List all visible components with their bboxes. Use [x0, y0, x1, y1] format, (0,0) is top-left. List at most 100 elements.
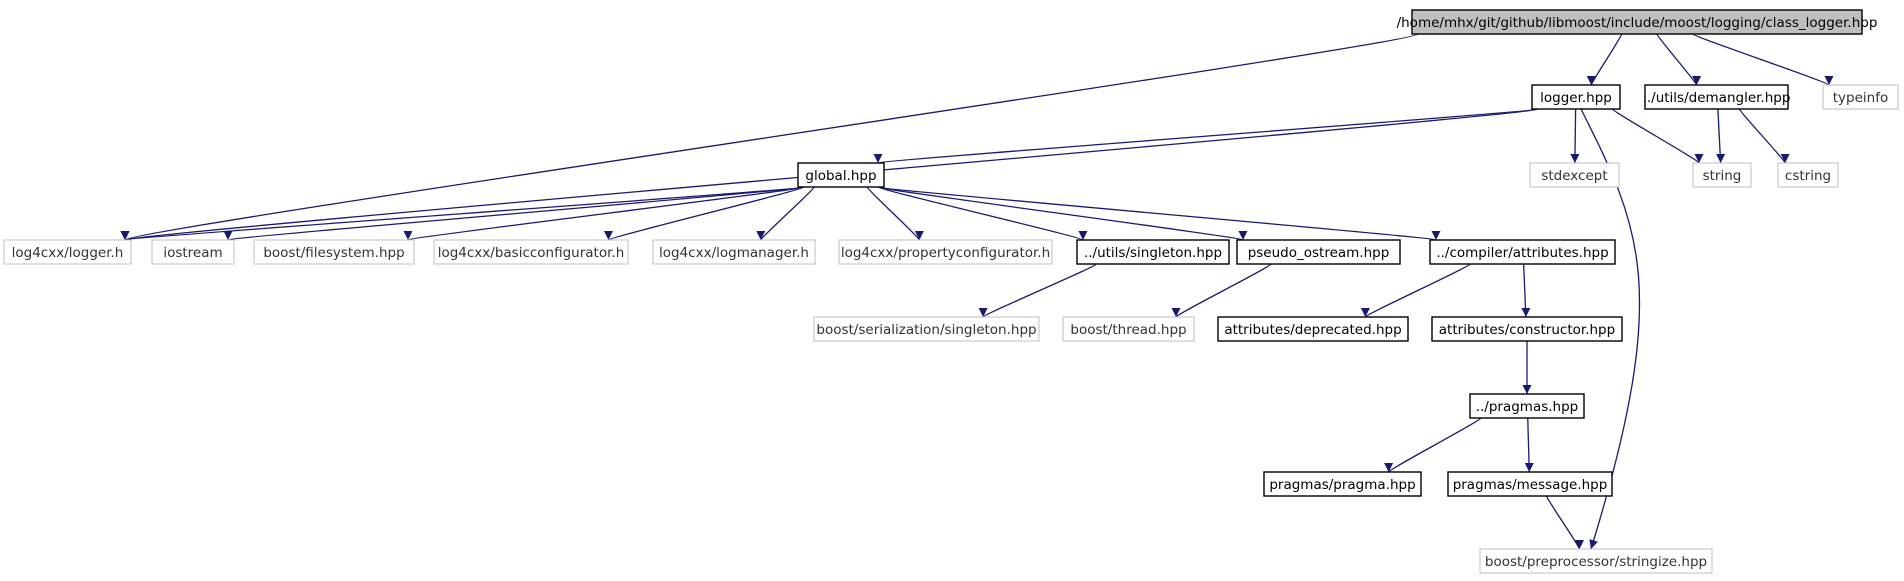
- node-box: [1076, 239, 1230, 265]
- edge-global-to-boost_fs: [404, 186, 805, 241]
- edge-logger_hpp-to-stdexcept: [1570, 108, 1580, 164]
- node-label: log4cxx/basicconfigurator.h: [438, 245, 625, 261]
- edge-global-to-attributes: [877, 186, 1439, 241]
- node-label: pseudo_ostream.hpp: [1248, 245, 1390, 261]
- edge-demangler-to-string: [1716, 108, 1726, 164]
- node-box: [1411, 9, 1863, 35]
- node-box: [1644, 84, 1789, 110]
- node-label: cstring: [1785, 168, 1831, 184]
- node-stdexcept[interactable]: stdexcept: [1529, 162, 1620, 188]
- node-label: logger.hpp: [1540, 90, 1612, 106]
- node-label: string: [1703, 168, 1742, 184]
- node-pragmas[interactable]: ../pragmas.hpp: [1469, 393, 1585, 419]
- node-propconf[interactable]: log4cxx/propertyconfigurator.h: [838, 239, 1053, 265]
- node-box: [1822, 84, 1899, 110]
- node-pragma[interactable]: pragmas/pragma.hpp: [1263, 471, 1422, 497]
- node-box: [1263, 471, 1422, 497]
- node-box: [838, 239, 1053, 265]
- node-message[interactable]: pragmas/message.hpp: [1447, 471, 1613, 497]
- node-box: [1217, 316, 1409, 342]
- node-basicconf[interactable]: log4cxx/basicconfigurator.h: [433, 239, 629, 265]
- node-root[interactable]: /home/mhx/git/github/libmoost/include/mo…: [1397, 9, 1878, 35]
- edge-root-to-demangler: [1656, 33, 1701, 86]
- edge-singleton-to-boost_ser: [979, 263, 1098, 318]
- edge-demangler-to-cstring: [1738, 108, 1790, 164]
- edge-global-to-logmanager: [756, 186, 815, 241]
- edge-attributes-to-constructor: [1521, 263, 1531, 318]
- node-box: [151, 239, 235, 265]
- node-box: [1692, 162, 1752, 188]
- node-deprecated[interactable]: attributes/deprecated.hpp: [1217, 316, 1409, 342]
- edge-pragmas-to-pragma: [1384, 417, 1482, 473]
- node-box: [652, 239, 816, 265]
- node-logger-hpp[interactable]: logger.hpp: [1531, 84, 1621, 110]
- node-singleton[interactable]: ../utils/singleton.hpp: [1076, 239, 1230, 265]
- node-label: stdexcept: [1541, 168, 1607, 184]
- edge-global-to-log4cxx_logger: [122, 186, 805, 241]
- node-box: [1236, 239, 1401, 265]
- node-label: pragmas/pragma.hpp: [1269, 477, 1415, 493]
- edges-layer: [121, 33, 1834, 550]
- node-log4cxx-logger[interactable]: log4cxx/logger.h: [3, 239, 132, 265]
- node-label: boost/filesystem.hpp: [263, 245, 404, 261]
- node-label: boost/serialization/singleton.hpp: [816, 322, 1036, 338]
- edge-global-to-propconf: [866, 186, 924, 241]
- node-label: pragmas/message.hpp: [1453, 477, 1608, 493]
- node-pseudo[interactable]: pseudo_ostream.hpp: [1236, 239, 1401, 265]
- node-label: boost/preprocessor/stringize.hpp: [1485, 554, 1707, 570]
- edge-logger_hpp-to-stringize: [1580, 108, 1641, 550]
- edge-logger_hpp-to-global: [875, 108, 1539, 164]
- node-box: [3, 239, 132, 265]
- node-label: iostream: [163, 245, 222, 261]
- node-label: global.hpp: [805, 168, 876, 184]
- node-box: [1431, 316, 1623, 342]
- node-boost-thread[interactable]: boost/thread.hpp: [1062, 316, 1195, 342]
- node-box: [1062, 316, 1195, 342]
- edge-root-to-log4cxx_logger: [121, 33, 1419, 241]
- node-string[interactable]: string: [1692, 162, 1752, 188]
- edge-global-to-singleton: [877, 186, 1087, 241]
- node-demangler[interactable]: ../utils/demangler.hpp: [1643, 84, 1791, 110]
- node-label: boost/thread.hpp: [1070, 322, 1186, 338]
- node-iostream[interactable]: iostream: [151, 239, 235, 265]
- node-constructor[interactable]: attributes/constructor.hpp: [1431, 316, 1623, 342]
- node-box: [1531, 84, 1621, 110]
- edge-message-to-stringize: [1545, 495, 1584, 550]
- node-box: [1777, 162, 1839, 188]
- node-cstring[interactable]: cstring: [1777, 162, 1839, 188]
- node-global[interactable]: global.hpp: [797, 162, 885, 188]
- edge-global-to-pseudo: [877, 186, 1247, 241]
- node-label: log4cxx/propertyconfigurator.h: [841, 245, 1050, 261]
- edge-pseudo-to-boost_thread: [1171, 263, 1272, 318]
- node-label: log4cxx/logmanager.h: [659, 245, 809, 261]
- node-box: [1479, 548, 1713, 574]
- node-label: ../compiler/attributes.hpp: [1436, 245, 1608, 261]
- edge-logger_hpp-to-string: [1611, 108, 1704, 164]
- edge-root-to-logger_hpp: [1586, 33, 1623, 86]
- node-label: ../pragmas.hpp: [1476, 399, 1579, 415]
- node-box: [1429, 239, 1616, 265]
- node-label: log4cxx/logger.h: [12, 245, 124, 261]
- node-box: [253, 239, 415, 265]
- node-box: [433, 239, 629, 265]
- node-label: typeinfo: [1833, 90, 1888, 106]
- node-box: [797, 162, 885, 188]
- node-stringize[interactable]: boost/preprocessor/stringize.hpp: [1479, 548, 1713, 574]
- edge-root-to-typeinfo: [1692, 33, 1834, 86]
- node-box: [1469, 393, 1585, 419]
- node-boost-ser[interactable]: boost/serialization/singleton.hpp: [813, 316, 1040, 342]
- node-label: attributes/constructor.hpp: [1439, 322, 1615, 338]
- node-typeinfo[interactable]: typeinfo: [1822, 84, 1899, 110]
- nodes-layer: /home/mhx/git/github/libmoost/include/mo…: [3, 9, 1899, 574]
- node-label: ../utils/demangler.hpp: [1643, 90, 1791, 106]
- node-label: attributes/deprecated.hpp: [1224, 322, 1401, 338]
- edge-pragmas-to-message: [1524, 417, 1534, 473]
- edge-global-to-iostream: [225, 186, 805, 241]
- node-logmanager[interactable]: log4cxx/logmanager.h: [652, 239, 816, 265]
- node-box: [1447, 471, 1613, 497]
- node-label: /home/mhx/git/github/libmoost/include/mo…: [1397, 15, 1878, 31]
- node-box: [1529, 162, 1620, 188]
- node-boost-fs[interactable]: boost/filesystem.hpp: [253, 239, 415, 265]
- node-attributes[interactable]: ../compiler/attributes.hpp: [1429, 239, 1616, 265]
